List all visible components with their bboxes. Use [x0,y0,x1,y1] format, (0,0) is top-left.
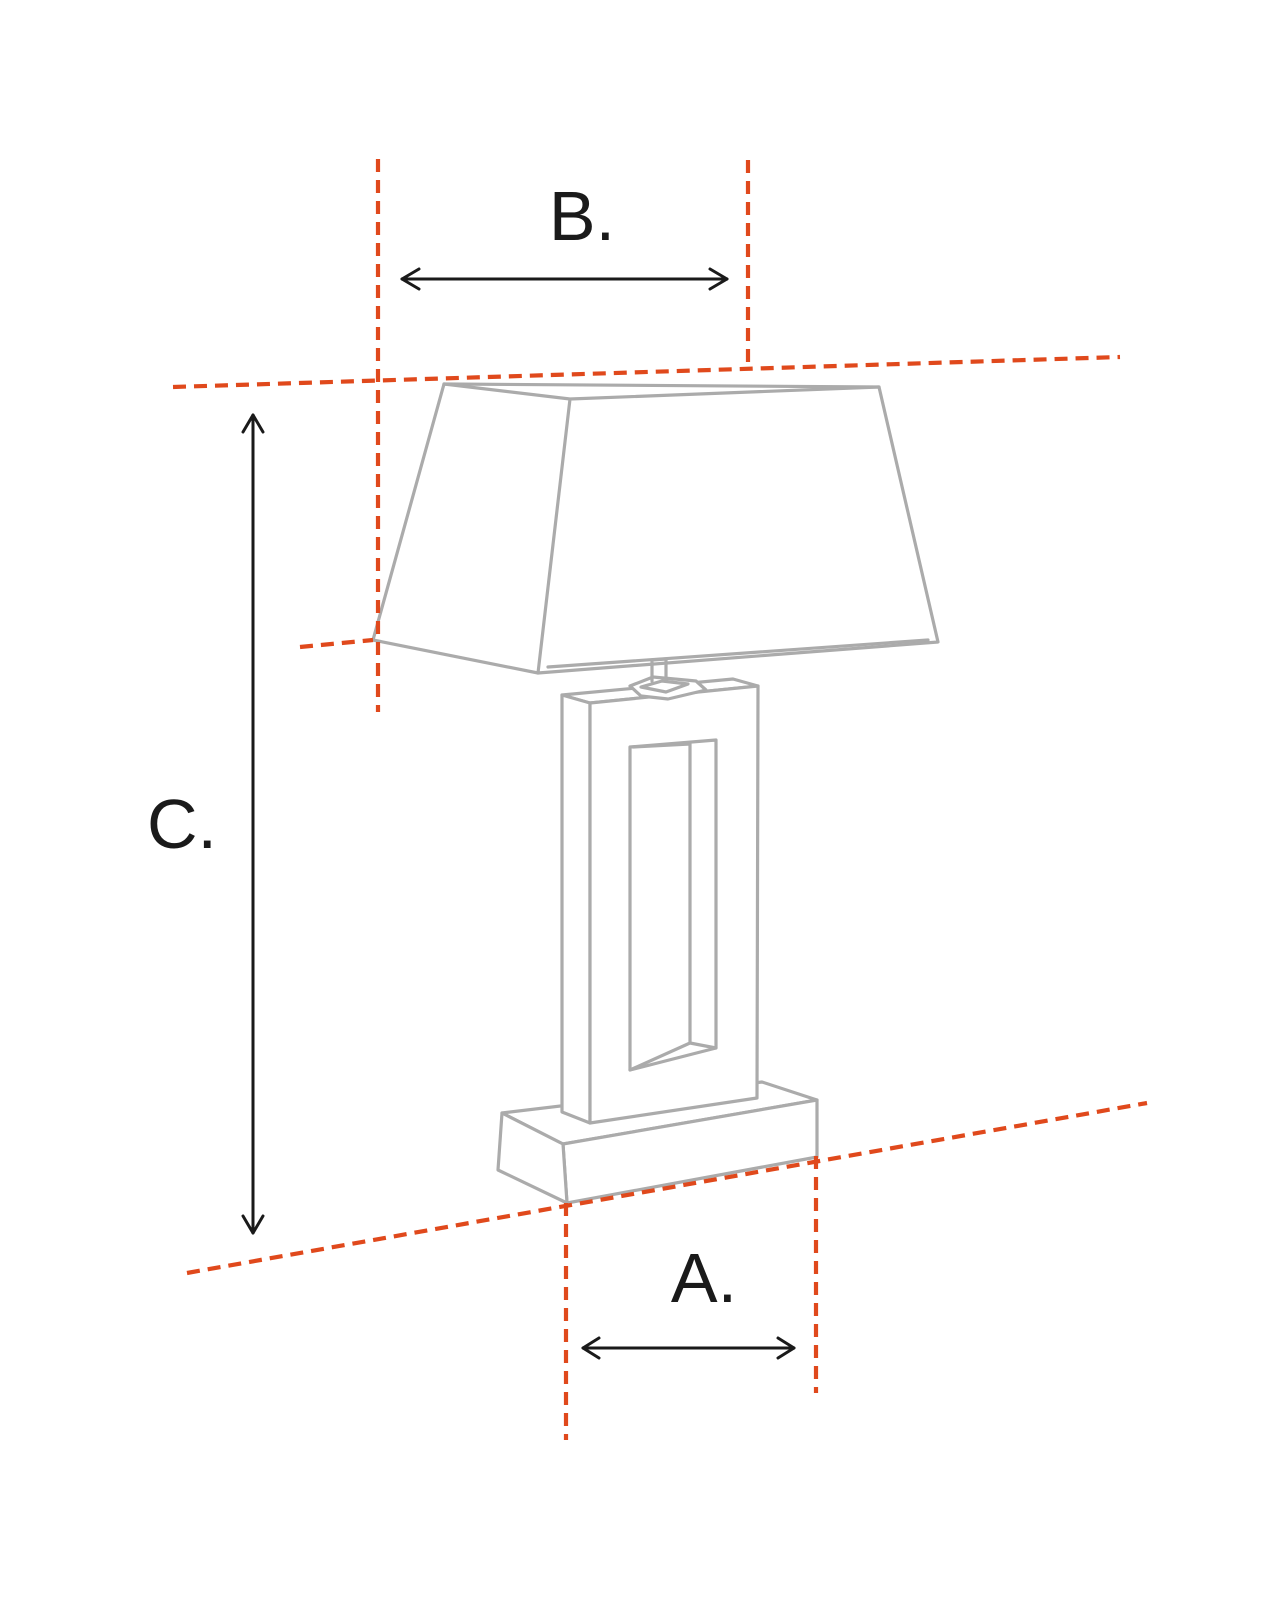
lamp-shade [371,382,940,675]
lamp-line-art [371,382,940,1205]
guide-line-base-bottom-slanted [186,1100,1148,1276]
arrow-head-bottom [241,1214,265,1235]
lamp-shade-rim-lines [442,382,930,675]
arrow-head-left [400,267,421,291]
measurement-arrows [241,267,796,1360]
lamp-column-left-face [560,693,592,1125]
label-lamp-height-c: C. [147,785,217,863]
arrow-head-right [708,267,729,291]
shade-width-arrow-b [400,267,729,291]
label-shade-width-b: B. [549,177,615,255]
guide-line-shade-bottom-tick [299,637,374,650]
lamp-column-window [628,738,718,1072]
lamp-stem-cap-top-face [639,679,690,694]
lamp-height-arrow-c [241,413,265,1235]
lamp-shade-outline [371,382,940,675]
arrow-head-top [241,413,265,434]
base-width-arrow-a [581,1336,796,1360]
measurement-labels: B. C. A. [147,177,737,1317]
label-base-width-a: A. [671,1239,737,1317]
arrow-head-right [776,1336,796,1360]
lamp-column-window-depth-lines [628,742,718,1072]
lamp-stem-rod [650,657,668,683]
guide-line-shade-top-slanted [172,354,1121,390]
measurement-guide-lines [172,159,1148,1440]
arrow-head-left [581,1336,601,1360]
lamp-column [560,677,760,1125]
